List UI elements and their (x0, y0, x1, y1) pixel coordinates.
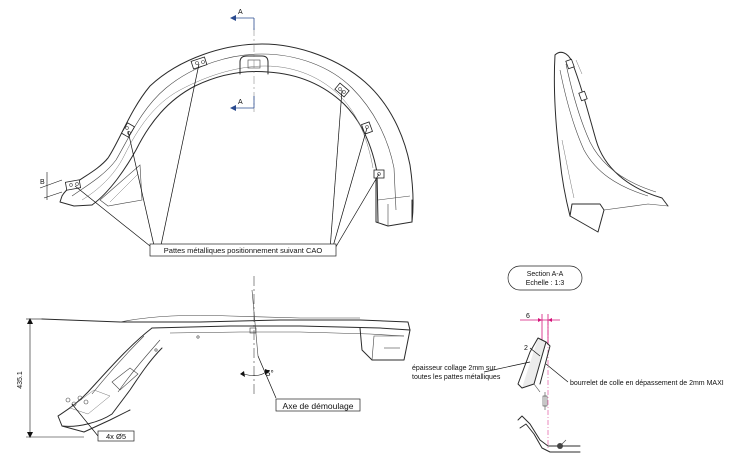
height-dimension: 435.1 (17, 318, 84, 438)
glue-thickness-note-2: toutes les pattes métalliques (412, 374, 501, 381)
detail-b-letter: B (40, 179, 45, 186)
fender-side-view (553, 51, 669, 233)
height-dimension-value: 435.1 (17, 371, 24, 389)
section-dim-6: 6 (526, 313, 530, 320)
angle-label: 5° (266, 369, 274, 378)
pads-callout-label: Pattes métalliques positionnement suivan… (164, 246, 323, 255)
section-scale: Echelle : 1:3 (526, 280, 565, 287)
demould-axis: 5° Axe de démoulage (240, 276, 361, 412)
holes-label: 4x Ø5 (106, 432, 126, 441)
pads-callout: Pattes métalliques positionnement suivan… (74, 63, 380, 257)
section-marker-a: A A (230, 9, 255, 111)
fender-top-view (59, 28, 414, 227)
holes-callout: 4x Ø5 (71, 403, 135, 442)
section-title: Section A-A (527, 271, 564, 278)
section-aa: Section A-A Echelle : 1:3 6 2 épaisseur … (412, 265, 724, 453)
detail-b-marker: B (39, 172, 63, 200)
section-letter-top: A (238, 9, 243, 16)
demould-axis-label: Axe de démoulage (283, 401, 354, 411)
section-dim-2: 2 (524, 345, 528, 352)
glue-thickness-note-1: épaisseur collage 2mm sur (412, 365, 496, 372)
fender-elevation-view (41, 314, 411, 433)
glue-bead-note: bourrelet de colle en dépassement de 2mm… (570, 380, 724, 387)
section-letter-bottom: A (238, 99, 243, 106)
section-title-box (507, 265, 583, 291)
